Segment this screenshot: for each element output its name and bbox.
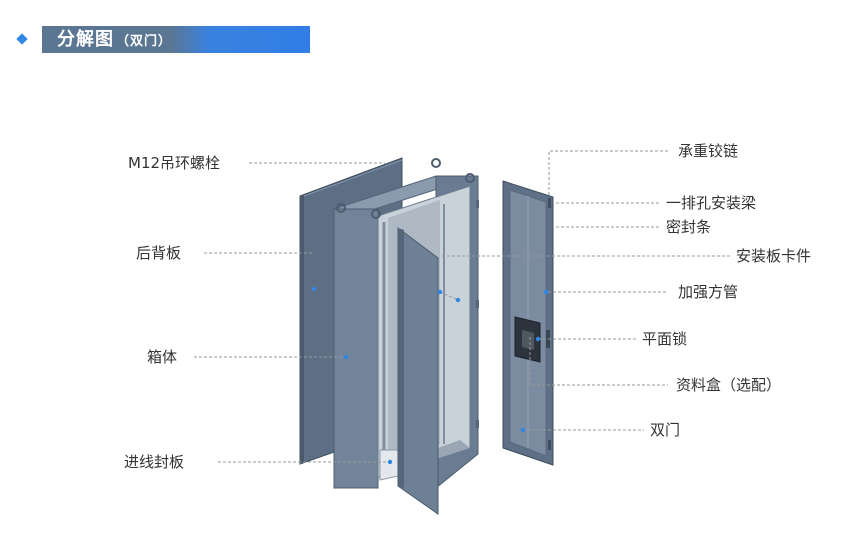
label-mounting-beam: 一排孔安装梁 bbox=[666, 194, 757, 212]
leader-lines bbox=[194, 150, 730, 463]
label-cabinet-body: 箱体 bbox=[147, 348, 178, 366]
title-main: 分解图 bbox=[57, 29, 114, 50]
right-door bbox=[502, 180, 554, 466]
label-document-box: 资料盒（选配） bbox=[676, 376, 782, 394]
label-mounting-plate-clip: 安装板卡件 bbox=[736, 247, 812, 265]
marker-dots bbox=[311, 286, 549, 465]
label-double-door: 双门 bbox=[650, 421, 681, 439]
left-door bbox=[397, 227, 439, 515]
section-header: 分解图（双门） bbox=[0, 0, 860, 70]
label-lifting-eye-bolt: M12吊环螺栓 bbox=[128, 154, 221, 172]
title-bar bbox=[42, 26, 310, 53]
label-heavy-duty-hinge: 承重铰链 bbox=[678, 142, 739, 160]
page-title: 分解图（双门） bbox=[57, 26, 172, 53]
label-reinforcing-tube: 加强方管 bbox=[678, 283, 739, 301]
label-back-panel: 后背板 bbox=[136, 244, 182, 262]
title-subtitle: （双门） bbox=[116, 34, 173, 49]
label-flat-lock: 平面锁 bbox=[642, 330, 688, 348]
label-sealing-strip: 密封条 bbox=[666, 218, 712, 236]
label-gland-plate: 进线封板 bbox=[124, 453, 185, 471]
